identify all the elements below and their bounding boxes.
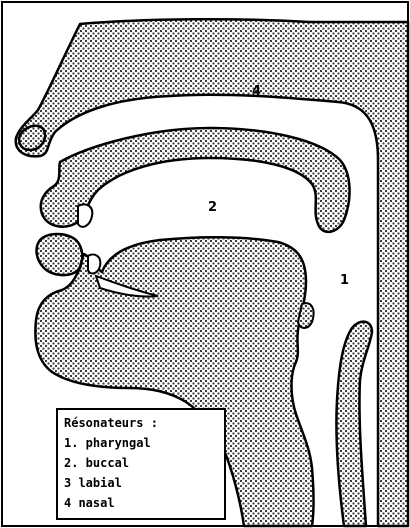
label-nasal-cavity: 4 bbox=[252, 84, 261, 99]
legend-title: Résonateurs : bbox=[64, 413, 218, 433]
legend-item-buccal: 2. buccal bbox=[64, 453, 218, 473]
legend-item-labial: 3 labial bbox=[64, 473, 218, 493]
nose-tip bbox=[19, 126, 45, 150]
label-buccal-cavity: 2 bbox=[208, 200, 217, 215]
legend-list: 1. pharyngal 2. buccal 3 labial 4 nasal bbox=[64, 433, 218, 513]
resonator-legend: Résonateurs : 1. pharyngal 2. buccal 3 l… bbox=[56, 408, 226, 520]
lower-lip bbox=[37, 234, 83, 275]
legend-item-pharyngal: 1. pharyngal bbox=[64, 433, 218, 453]
lower-tooth bbox=[88, 254, 100, 273]
label-pharyngal-cavity: 1 bbox=[340, 273, 349, 288]
legend-item-nasal: 4 nasal bbox=[64, 493, 218, 513]
